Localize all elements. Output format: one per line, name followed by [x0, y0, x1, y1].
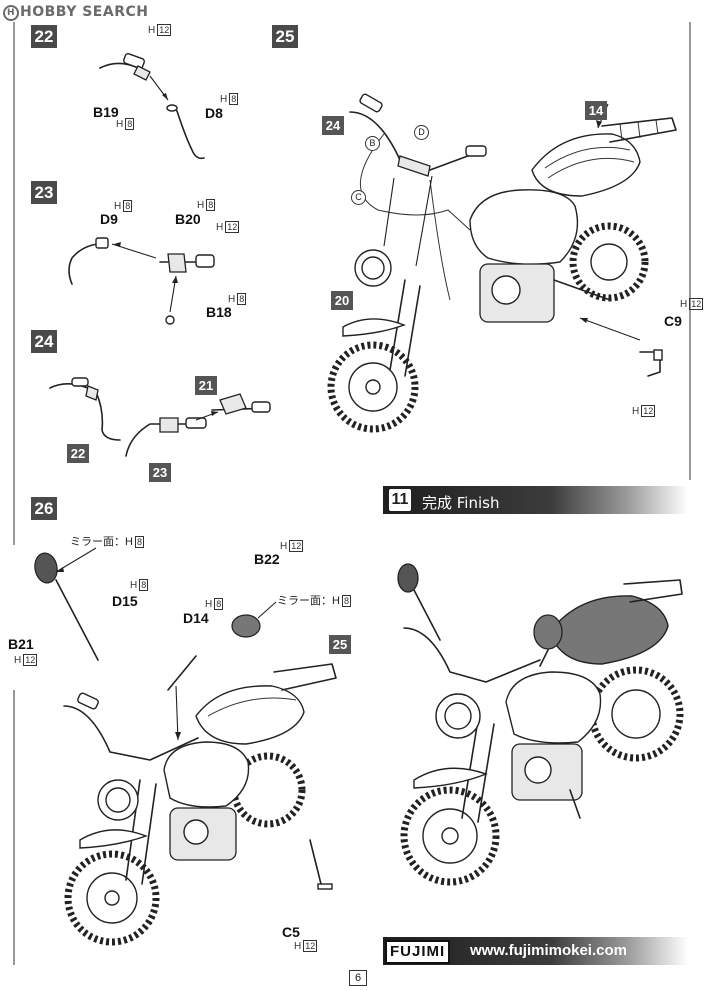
step23-drawing: [68, 237, 215, 325]
part-label-b19: B19: [93, 104, 119, 120]
ref-tag-21: 21: [195, 376, 217, 395]
part-label-b22: B22: [254, 551, 280, 567]
ref-tag-23: 23: [149, 463, 171, 482]
step-24-badge: 24: [31, 330, 57, 353]
marker-c: C: [351, 190, 366, 205]
step25-motorcycle-drawing: [327, 93, 677, 433]
marker-d: D: [414, 125, 429, 140]
finish-right-mirror: [533, 614, 563, 650]
part-label-b18: B18: [206, 304, 232, 320]
part-label-d9: D9: [100, 211, 118, 227]
watermark-circle-icon: H: [3, 5, 19, 21]
step-23-badge: 23: [31, 181, 57, 204]
finish-step-number: 11: [389, 489, 411, 511]
part-label-d8: D8: [205, 105, 223, 121]
finish-motorcycle-drawing: [397, 563, 684, 886]
part-label-c9: C9: [664, 313, 682, 329]
part-label-d15: D15: [112, 593, 138, 609]
part-label-c5: C5: [282, 924, 300, 940]
step-26-badge: 26: [31, 497, 57, 520]
ref-tag-25: 25: [329, 635, 351, 654]
ref-tag-24: 24: [322, 116, 344, 135]
page-number: 6: [349, 970, 367, 986]
step26-motorcycle-drawing: [63, 663, 337, 946]
ref-tag-14: 14: [585, 101, 607, 120]
part-label-b20: B20: [175, 211, 201, 227]
step-22-badge: 22: [31, 25, 57, 48]
part-label-d14: D14: [183, 610, 209, 626]
step22-drawing: [99, 53, 205, 160]
ref-tag-20: 20: [331, 291, 353, 310]
marker-b: B: [365, 136, 380, 151]
part-label-b21: B21: [8, 636, 34, 652]
finish-seat: [549, 595, 669, 665]
finish-left-mirror: [397, 563, 419, 593]
step-25-badge: 25: [272, 25, 298, 48]
watermark-text: HOBBY SEARCH: [20, 4, 149, 20]
brand-logo: FUJIMI: [385, 940, 451, 964]
step26-parts-drawing: [34, 547, 277, 741]
website-url[interactable]: www.fujimimokei.com: [470, 942, 627, 959]
ref-tag-22: 22: [67, 444, 89, 463]
step24-drawing: [49, 377, 271, 457]
finish-header-bar: [383, 486, 688, 514]
finish-title: 完成 Finish: [422, 494, 500, 512]
